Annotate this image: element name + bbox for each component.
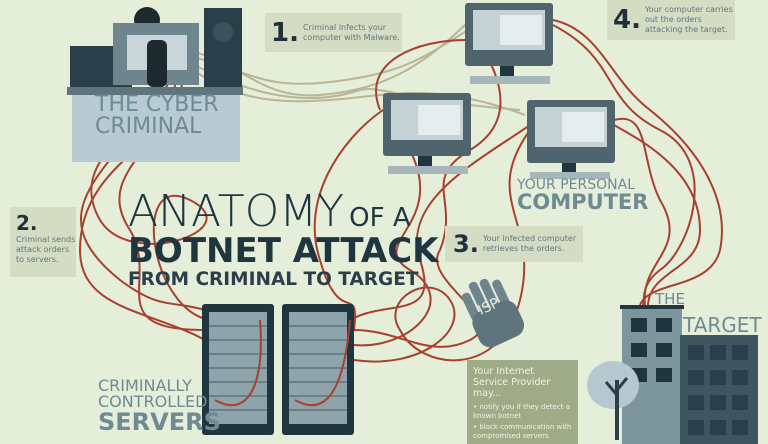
tree [587, 361, 639, 440]
label-target: TARGET [683, 313, 762, 337]
computer-middle [383, 93, 471, 174]
isp-hand-icon [461, 278, 525, 348]
step-4-callout: 4. Your computer carries out the orders … [607, 0, 735, 40]
step-number: 1. [271, 17, 299, 48]
title-subtitle: FROM CRIMINAL TO TARGET [128, 269, 419, 290]
computer-top [465, 3, 553, 84]
label-the: THE [655, 290, 685, 308]
isp-note-bullet: • notify you if they detect a known botn… [473, 403, 570, 420]
isp-note-bullet: • block communication with compromised s… [473, 423, 572, 440]
label-personal-computer: YOUR PERSONAL COMPUTER [517, 178, 648, 213]
label-line: CRIMINAL [95, 114, 202, 139]
step-number: 2. [16, 211, 38, 235]
step-3-callout: 3. Your infected computer retrieves the … [445, 226, 583, 262]
step-text: Criminal infects your computer with Malw… [302, 22, 400, 42]
label-line: SERVERS [98, 408, 221, 436]
label-line: COMPUTER [517, 190, 649, 214]
step-text: Criminal sends attack orders to servers. [16, 235, 76, 264]
step-1-callout: 1. Criminal infects your computer with M… [265, 13, 402, 52]
step-text: Your infected computer retrieves the ord… [482, 234, 577, 253]
title-of-a: OF A [349, 203, 411, 233]
label-line: YOUR PERSONAL [517, 177, 636, 193]
label-servers: CRIMINALLY CONTROLLED SERVERS [98, 376, 221, 436]
label-line: CRIMINALLY [98, 376, 192, 395]
step-text: Your computer carries out the orders att… [644, 5, 733, 34]
bullet-text: block communication with compromised ser… [473, 423, 572, 440]
isp-note-heading: Your Internet Service Provider may... [473, 366, 551, 399]
server-racks [202, 304, 354, 435]
title-botnet-attack: BOTNET ATTACK [128, 231, 439, 271]
computer-personal [527, 100, 615, 179]
step-number: 3. [453, 230, 479, 258]
step-number: 4. [613, 5, 641, 35]
label-line: THE CYBER [95, 92, 219, 117]
isp-note-callout: Your Internet Service Provider may... • … [467, 360, 578, 444]
step-2-callout: 2. Criminal sends attack orders to serve… [10, 207, 76, 277]
label-cyber-criminal: THE CYBER CRIMINAL [95, 94, 219, 138]
label-line: CONTROLLED [98, 392, 208, 411]
bullet-text: notify you if they detect a known botnet [473, 403, 570, 420]
page-title: ANATOMY OF A BOTNET ATTACK FROM CRIMINAL… [128, 190, 439, 290]
cyber-criminal-desk [67, 7, 243, 162]
title-anatomy: ANATOMY [128, 186, 345, 237]
